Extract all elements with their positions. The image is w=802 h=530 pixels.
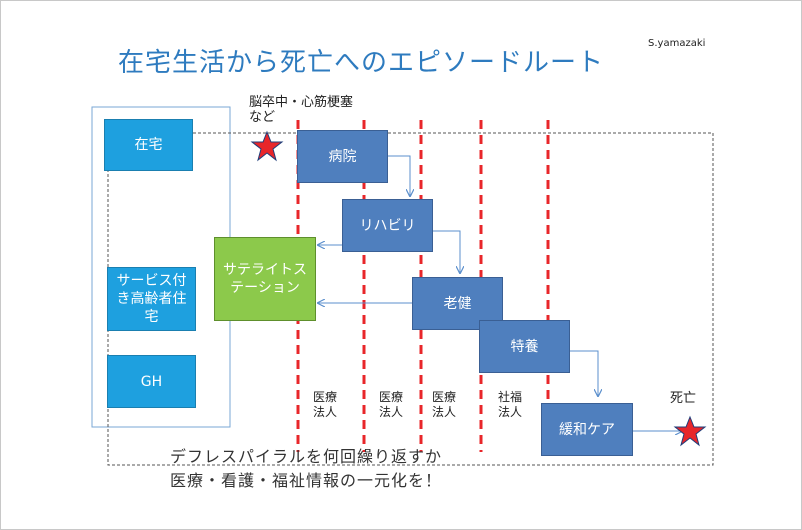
satellite-station-box: サテライトステーション: [214, 237, 316, 321]
palliative-care-box: 緩和ケア: [541, 403, 633, 456]
tokuyou-label: 特養: [510, 338, 539, 355]
death-star-icon: [673, 415, 707, 447]
note-line-1: デフレスパイラルを何回繰り返すか: [170, 447, 443, 466]
zone-label-1: 医療法人: [313, 390, 338, 419]
gh-label: GH: [140, 373, 163, 390]
elderly-housing-label: サービス付き高齢者住宅: [116, 273, 187, 325]
stroke-star-icon: [250, 130, 284, 162]
zone-label-3: 医療法人: [432, 390, 457, 419]
satellite-station-label: サテライトステーション: [223, 262, 307, 296]
hospital-label: 病院: [328, 148, 357, 165]
roken-label: 老健: [443, 295, 472, 312]
home-box: 在宅: [104, 119, 193, 171]
tokuyou-box: 特養: [479, 320, 570, 373]
death-label: 死亡: [670, 391, 697, 406]
hospital-box: 病院: [297, 130, 388, 183]
stroke-event-label: 脳卒中・心筋梗塞など: [249, 95, 354, 125]
page-title: 在宅生活から死亡へのエピソードルート: [118, 48, 605, 78]
note-line-2: 医療・看護・福祉情報の一元化を！: [170, 471, 443, 490]
elderly-housing-box: サービス付き高齢者住宅: [107, 267, 196, 331]
zone-label-4: 社福法人: [498, 390, 523, 419]
rehab-label: リハビリ: [359, 217, 416, 234]
palliative-care-label: 緩和ケア: [559, 421, 615, 438]
zone-label-2: 医療法人: [379, 390, 404, 419]
home-label: 在宅: [134, 137, 163, 153]
author-label: S.yamazaki: [648, 38, 706, 49]
gh-box: GH: [107, 355, 196, 408]
rehab-box: リハビリ: [342, 199, 433, 252]
